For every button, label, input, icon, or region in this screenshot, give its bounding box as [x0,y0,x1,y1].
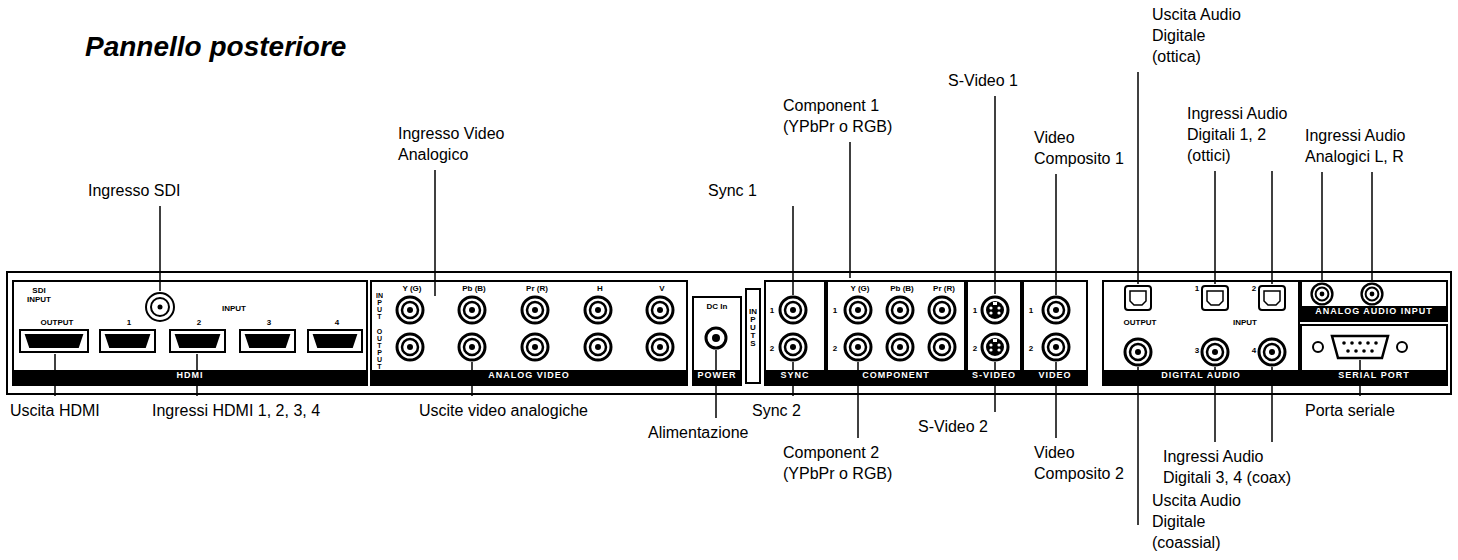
section-label: ANALOG AUDIO INPUT [1302,306,1446,320]
callout-label: Ingressi HDMI 1, 2, 3, 4 [152,400,320,421]
panel-section: INPUTS [745,288,761,384]
port-marking: 2 [767,344,777,353]
sdi-connector [146,293,174,321]
callout-label: Video Composito 2 [1034,442,1132,484]
panel-section: SERIAL PORT [1300,324,1448,386]
port-marking: 3 [259,318,279,327]
callout-label: Ingresso SDI [88,180,180,201]
port-marking: 2 [1249,284,1259,293]
port-marking: INPUT [1215,318,1275,327]
callout-label: S-Video 1 [948,70,1018,91]
power-jack [706,328,726,348]
callout-label: Ingresso Video Analogico [398,123,528,165]
port-marking: 1 [970,306,980,315]
section-label: DIGITAL AUDIO [1104,370,1298,384]
port-marking: INPUTS [749,308,757,348]
callout-label: Component 2 (YPbPr o RGB) [783,442,905,484]
port-marking: 1 [1026,306,1036,315]
section-label: HDMI [14,370,366,384]
port-marking: 4 [327,318,347,327]
port-marking: Y (G) [392,284,432,293]
s-video-jacks [982,297,1008,360]
panel-section: OUTPUT 1 2INPUT 3 4DIGITAL AUDIO [1102,280,1300,386]
port-marking: 4 [1249,346,1259,355]
port-marking: Pr (R) [924,284,964,293]
port-marking: H [580,284,620,293]
callout-label: Porta seriale [1305,400,1395,421]
callout-label: Uscita Audio Digitale (coassial) [1152,490,1252,553]
callout-label: Ingressi Audio Digitali 1, 2 (ottici) [1187,103,1301,166]
callout-label: Uscita Audio Digitale (ottica) [1152,4,1252,67]
panel-section: ANALOG AUDIO INPUT [1300,280,1448,322]
port-marking: Pr (R) [517,284,557,293]
port-marking: 2 [830,344,840,353]
callout-label: Alimentazione [648,422,749,443]
port-marking: 1 [1192,284,1202,293]
callout-label: Sync 1 [708,180,757,201]
callout-label: Component 1 (YPbPr o RGB) [783,95,905,137]
port-marking: 2 [189,318,209,327]
panel-section: 1 2SYNC [764,280,826,386]
panel-section: DC In POWER [692,296,742,386]
port-marking: Y (G) [840,284,880,293]
port-marking: V [642,284,682,293]
callout-label: Uscita HDMI [10,400,100,421]
callout-label: Sync 2 [752,400,801,421]
port-marking: OUTPUT [376,328,383,370]
optical-ports [1125,286,1285,310]
port-marking: OUTPUT [27,318,87,327]
section-label: SERIAL PORT [1302,370,1446,384]
callout-label: Uscite video analogiche [419,400,588,421]
port-marking: 1 [830,306,840,315]
port-marking: 2 [970,344,980,353]
port-marking: DC In [694,302,740,311]
diagram-title: Pannello posteriore [85,30,346,64]
port-marking: SDI INPUT [22,286,56,304]
section-label: ANALOG VIDEO [372,370,686,384]
leader-lines [55,72,1372,525]
panel-section: 1 2S-VIDEO [966,280,1022,386]
port-marking: Pb (B) [882,284,922,293]
callout-label: Ingressi Audio Analogici L, R [1305,125,1433,167]
port-marking: 3 [1192,346,1202,355]
section-label: SYNC [766,370,824,384]
section-label: VIDEO [1024,370,1086,384]
section-label: POWER [694,370,740,384]
panel-section: 1 2VIDEO [1022,280,1088,386]
port-marking: 1 [119,318,139,327]
port-marking: 2 [1026,344,1036,353]
rca-jacks [397,284,1382,365]
port-marking: 1 [767,306,777,315]
callout-label: Ingressi Audio Digitali 3, 4 (coax) [1163,446,1313,488]
serial-connector [1313,336,1407,358]
callout-label: S-Video 2 [918,416,988,437]
port-marking: OUTPUT [1110,318,1170,327]
panel-section: Y (G) Pb (B) Pr (R) H V INPUT OUTPUTANALOG VID… [370,280,688,386]
hdmi-ports [20,330,362,352]
port-marking: INPUT [194,304,274,313]
port-marking: Pb (B) [454,284,494,293]
panel-section: SDI INPUT OUTPUT INPUT 1 2 3 4HDMI [12,280,368,386]
panel-outline [7,272,1451,394]
callout-label: Video Composito 1 [1034,127,1132,169]
section-label: S-VIDEO [968,370,1020,384]
panel-section: Y (G)Pb (B)Pr (R) 1 2COMPONENT [826,280,966,386]
section-label: COMPONENT [828,370,964,384]
port-marking: INPUT [376,292,383,320]
